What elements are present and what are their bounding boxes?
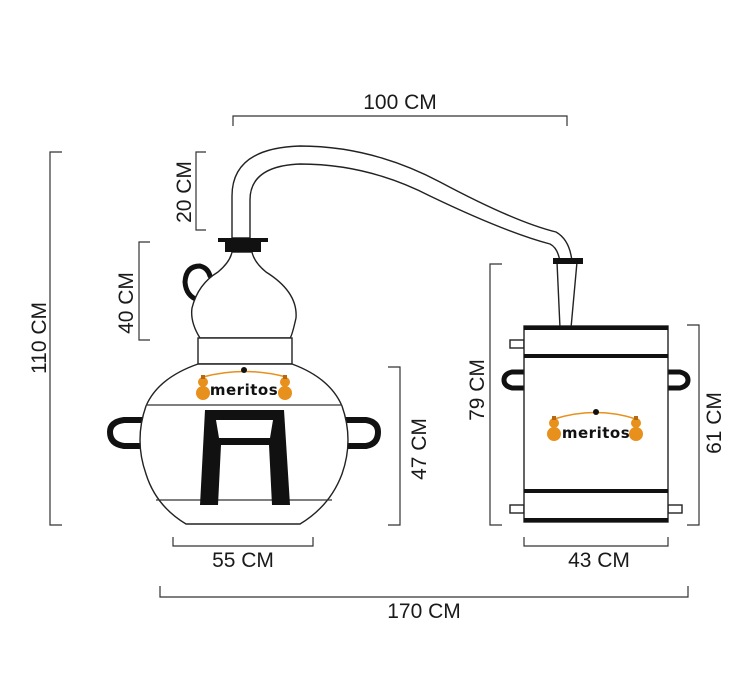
dim-line-dome-height — [138, 241, 150, 341]
dim-line-pipe-length — [232, 115, 568, 126]
label-cooler-height: 79 CM — [466, 359, 489, 421]
pot-logo-text: meritos — [210, 381, 278, 399]
label-tank-width: 43 CM — [568, 549, 630, 572]
dim-line-total-height — [49, 151, 62, 526]
dome — [190, 251, 297, 339]
dim-line-tank-height — [687, 324, 700, 526]
swan-neck-pipe — [231, 145, 573, 263]
dim-line-total-width — [159, 586, 689, 598]
label-dome-height: 40 CM — [115, 272, 138, 334]
label-tank-height: 61 CM — [703, 392, 726, 454]
dim-line-pot-width — [172, 537, 314, 547]
pot-handle-right-icon — [338, 417, 381, 449]
tank-pipe-upper — [509, 339, 525, 349]
dimension-labels: 100 CM 110 CM 20 CM 40 CM 47 CM 55 CM 79… — [28, 91, 726, 623]
tank-handle-left-icon — [501, 369, 525, 391]
tank-logo: meritos — [547, 409, 643, 442]
label-pot-width: 55 CM — [212, 549, 274, 572]
label-total-width: 170 CM — [387, 600, 461, 623]
pot-logo: meritos — [196, 367, 292, 400]
pot-handle-left-icon — [107, 417, 152, 449]
dim-line-tank-width — [523, 537, 669, 547]
dim-line-neck-height — [195, 151, 206, 231]
tank-tap — [667, 504, 683, 514]
label-total-height: 110 CM — [28, 302, 51, 374]
dome-ring — [197, 337, 293, 365]
dimension-lines — [49, 115, 700, 598]
dome-handle-icon — [182, 263, 213, 303]
tank-pipe-lower — [509, 504, 525, 514]
tank-handle-right-icon — [667, 369, 691, 391]
label-pot-height: 47 CM — [408, 418, 431, 480]
tank-logo-text: meritos — [562, 424, 630, 442]
dim-line-cooler-height — [489, 263, 502, 526]
dim-line-pot-height — [388, 366, 401, 526]
label-pipe-length: 100 CM — [363, 91, 437, 114]
label-neck-height: 20 CM — [173, 161, 196, 223]
cooling-tank: meritos — [501, 258, 691, 523]
tank-inlet-collar — [553, 258, 583, 264]
pot-still: meritos — [107, 238, 381, 525]
